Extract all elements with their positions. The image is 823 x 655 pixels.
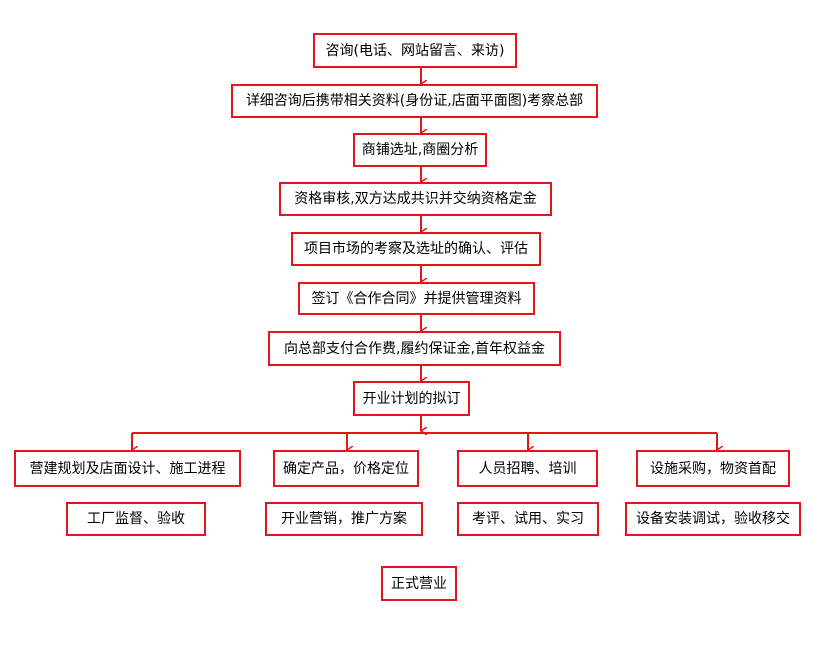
step-visit-headquarters: 详细咨询后携带相关资料(身份证,店面平面图)考察总部 — [231, 84, 598, 118]
sub-installation-handover: 设备安装调试，验收移交 — [625, 502, 801, 536]
sub-evaluation-internship: 考评、试用、实习 — [457, 502, 599, 536]
step-market-evaluation: 项目市场的考察及选址的确认、评估 — [291, 232, 541, 266]
sub-factory-supervision: 工厂监督、验收 — [66, 502, 206, 536]
branch-equipment-procurement: 设施采购，物资首配 — [636, 450, 790, 487]
step-qualification-review: 资格审核,双方达成共识并交纳资格定金 — [279, 182, 552, 216]
step-site-selection: 商铺选址,商圈分析 — [353, 133, 487, 167]
step-consultation: 咨询(电话、网站留言、来访) — [313, 33, 517, 68]
step-sign-contract: 签订《合作合同》并提供管理资料 — [298, 282, 535, 315]
branch-construction-planning: 营建规划及店面设计、施工进程 — [14, 450, 241, 487]
branch-product-pricing: 确定产品，价格定位 — [273, 450, 419, 487]
step-payment: 向总部支付合作费,履约保证金,首年权益金 — [268, 331, 561, 366]
sub-opening-marketing: 开业营销，推广方案 — [265, 502, 423, 536]
step-opening-plan: 开业计划的拟订 — [353, 381, 470, 416]
branch-recruitment-training: 人员招聘、培训 — [457, 450, 598, 487]
step-official-opening: 正式营业 — [381, 566, 457, 601]
